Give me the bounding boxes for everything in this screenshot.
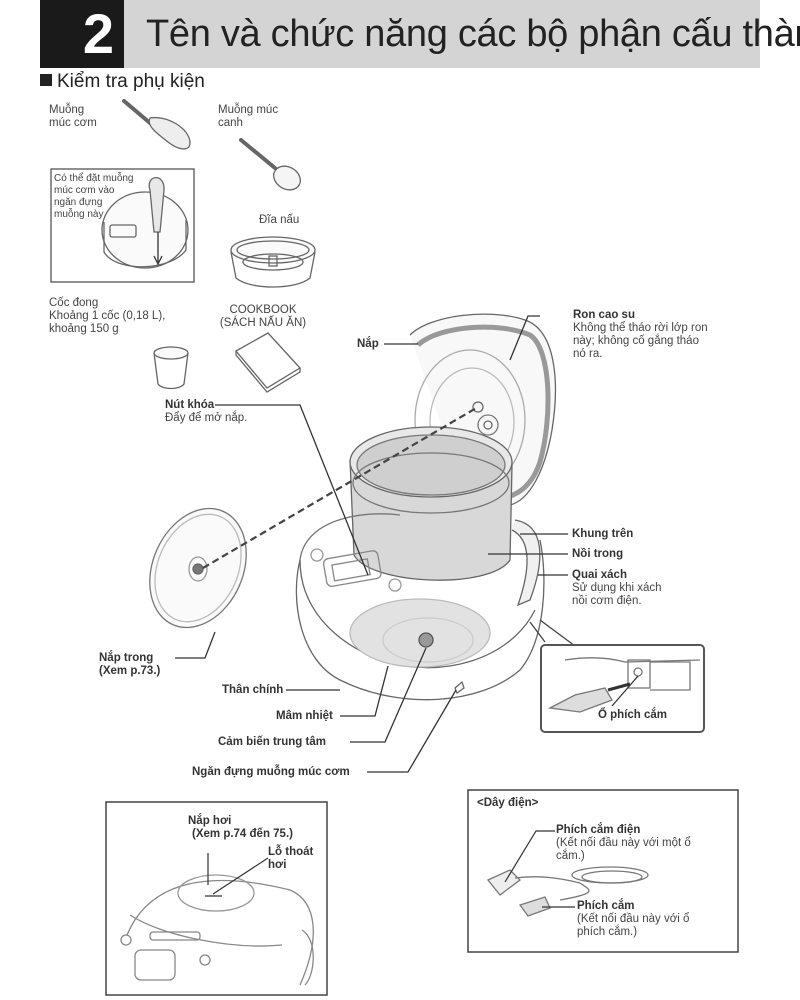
heating-plate-label: Mâm nhiệt bbox=[276, 710, 333, 722]
cookbook-label: COOKBOOK(SÁCH NẤU ĂN) bbox=[219, 304, 307, 329]
cookbook-illustration bbox=[234, 332, 302, 393]
inner-pot-illustration bbox=[349, 426, 513, 581]
inner-pot-label: Nồi trong bbox=[572, 548, 624, 560]
chapter-number: 2 bbox=[40, 0, 124, 68]
measuring-cup-illustration bbox=[153, 346, 189, 390]
main-body-label: Thân chính bbox=[222, 684, 284, 696]
socket-illustration bbox=[547, 657, 701, 713]
paddle-holder-cooker-illustration bbox=[101, 176, 189, 269]
rice-paddle-illustration bbox=[122, 99, 191, 150]
lid-label: Nắp bbox=[357, 338, 379, 350]
power-cord-illustration bbox=[486, 866, 649, 917]
power-plug-label: Phích cắm điện (Kết nối đầu này với một … bbox=[556, 824, 691, 862]
steam-plate-label: Đĩa nấu bbox=[259, 214, 300, 226]
steam-plate-illustration bbox=[230, 236, 316, 288]
page-title: Tên và chức năng các bộ phận cấu thành bbox=[146, 13, 800, 55]
inner-lid-illustration bbox=[149, 507, 247, 629]
measuring-cup-label: Cốc đong Khoảng 1 cốc (0,18 L), khoảng 1… bbox=[49, 297, 166, 335]
appliance-plug-label: Phích cắm (Kết nối đầu này với ổ phích c… bbox=[577, 900, 690, 938]
paddle-holder-label: Ngăn đựng muỗng múc cơm bbox=[192, 766, 350, 778]
socket-label: Ổ phích cắm bbox=[598, 709, 668, 721]
rubber-seal-label: Ron cao su Không thể tháo rời lớp ron nà… bbox=[573, 309, 708, 360]
lock-button-label: Nút khóa Đẩy để mở nắp. bbox=[165, 399, 248, 424]
square-bullet-icon bbox=[40, 74, 52, 86]
steam-cap-label: Nắp hơi bbox=[188, 815, 232, 827]
upper-frame-label: Khung trên bbox=[572, 528, 634, 540]
handle-label: Quai xách Sử dụng khi xách nồi cơm điện. bbox=[572, 569, 662, 607]
cooker-body-illustration bbox=[295, 513, 545, 701]
paddle-holder-note: Có thể đặt muỗng múc cơm vào ngăn đựng m… bbox=[54, 173, 134, 220]
center-sensor-label: Cảm biến trung tâm bbox=[218, 736, 326, 748]
inner-lid-label: Nắp trong(Xem p.73.) bbox=[99, 652, 161, 677]
section-title: Kiểm tra phụ kiện bbox=[40, 70, 205, 94]
soup-ladle-illustration bbox=[239, 138, 301, 191]
leader-lines bbox=[175, 315, 639, 773]
power-cord-title: <Dây điện> bbox=[477, 797, 539, 809]
steam-cap-ref: (Xem p.74 đến 75.) bbox=[192, 828, 293, 840]
steam-cap-cooker-illustration bbox=[120, 874, 314, 986]
header-bar bbox=[124, 0, 760, 68]
dashed-connector bbox=[202, 406, 479, 569]
open-lid-illustration bbox=[409, 313, 557, 508]
